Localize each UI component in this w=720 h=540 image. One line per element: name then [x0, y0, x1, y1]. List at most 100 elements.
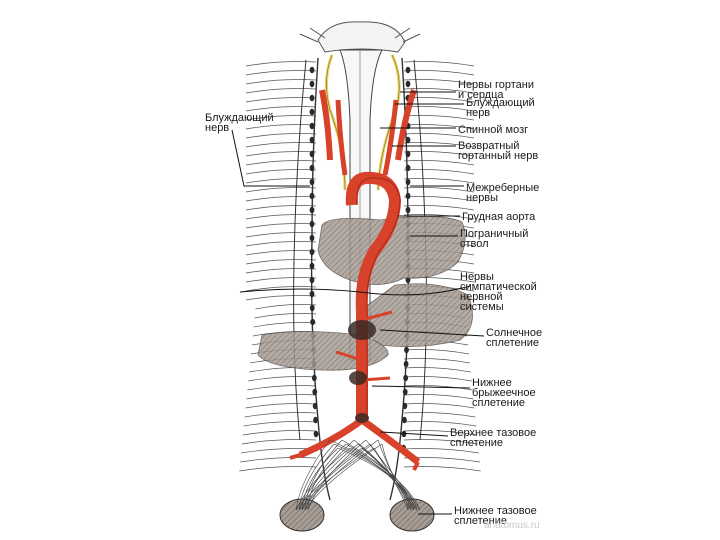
nerve-ray: [245, 232, 317, 238]
nerve-ray: [245, 403, 317, 409]
ganglion: [402, 388, 408, 396]
nerve-ray: [248, 376, 317, 382]
pelvic-nerve: [298, 443, 335, 511]
nerve-ray: [403, 367, 471, 373]
nerve-ray: [240, 457, 317, 463]
nerve-ray: [403, 430, 478, 436]
ganglion: [405, 66, 411, 74]
nerve-ray: [246, 394, 317, 400]
nerve-ray: [403, 448, 479, 454]
pelvic-nerve: [295, 443, 371, 511]
nerve-ray: [403, 394, 474, 400]
nerve-ray: [403, 151, 475, 157]
watermark: anatomus.ru: [484, 520, 540, 531]
ganglion: [403, 360, 409, 368]
nerve-ray: [403, 124, 475, 130]
organs: [257, 216, 473, 532]
nerve-ray: [243, 421, 317, 427]
ganglion: [405, 206, 411, 214]
pelvic-nerve: [365, 439, 421, 511]
nerve-ray: [403, 115, 475, 121]
nerve-ray: [245, 214, 317, 220]
nerve-ray: [245, 61, 317, 67]
ganglion: [313, 430, 319, 438]
nerve-ray: [253, 322, 317, 328]
ganglion: [405, 192, 411, 200]
nerve-ray: [245, 106, 317, 112]
nerve-ray: [245, 124, 317, 130]
ganglion: [309, 248, 315, 256]
ganglion: [309, 262, 315, 270]
pelvic-nerve: [373, 447, 412, 511]
nerve-ray: [403, 403, 475, 409]
ganglion: [403, 374, 409, 382]
nerve-ray: [245, 205, 317, 211]
nerve-ray: [245, 115, 317, 121]
nerve-ray: [403, 88, 475, 94]
ganglion: [309, 206, 315, 214]
nerve-ray: [403, 178, 475, 184]
label-thoracic-aorta: Грудная аорта: [462, 211, 536, 223]
nerve-ray: [403, 214, 475, 220]
nerve-ray: [245, 79, 317, 85]
ganglion: [309, 136, 315, 144]
ganglion: [405, 150, 411, 158]
nerve-ray: [245, 286, 317, 292]
ganglion: [309, 164, 315, 172]
nerve-ray: [245, 250, 317, 256]
nerve-ray: [403, 466, 481, 472]
nerve-ray: [403, 205, 475, 211]
pelvic-nerve: [345, 443, 421, 511]
nerve-ray: [245, 133, 317, 139]
pelvic-nerve: [298, 447, 375, 511]
ganglion: [309, 94, 315, 102]
nerve-ray: [254, 313, 317, 319]
ganglion: [312, 388, 318, 396]
nerve-ray: [403, 133, 475, 139]
pelvic-nerve: [301, 443, 359, 511]
nerve-ray: [403, 421, 477, 427]
leader-lines: [231, 91, 485, 515]
nerve-ray: [245, 151, 317, 157]
label-spinal-cord: Спинной мозг: [458, 124, 529, 136]
pelvic-nerve: [304, 439, 343, 511]
nerve-ray: [241, 439, 317, 445]
ganglion: [309, 66, 315, 74]
nerve-ray: [403, 70, 475, 76]
nerve-ray: [245, 259, 317, 265]
pelvic-nerve: [301, 447, 339, 511]
nerve-ray: [245, 178, 317, 184]
nerve-ray: [403, 349, 470, 355]
ganglion: [311, 374, 317, 382]
nerve-ray: [403, 187, 475, 193]
pelvic-nerve: [329, 439, 409, 511]
pelvic-nerve: [298, 439, 355, 511]
nerve-ray: [403, 79, 475, 85]
ganglion: [309, 276, 315, 284]
pelvic-nerve: [295, 447, 351, 511]
ganglion: [402, 416, 407, 424]
nerve-ray: [403, 142, 475, 148]
ganglion: [312, 402, 318, 410]
ganglion: [405, 178, 411, 186]
nerve-ray: [245, 97, 317, 103]
nerve-ray: [244, 412, 317, 418]
ganglion: [404, 346, 409, 354]
pelvic-nerve: [333, 443, 412, 511]
nerve-ray: [403, 439, 479, 445]
ganglion: [405, 80, 411, 88]
nerve-ray: [245, 169, 317, 175]
ganglion: [309, 80, 315, 88]
nerve-ray: [242, 430, 317, 436]
nerve-ray: [245, 223, 317, 229]
ganglion: [309, 178, 315, 186]
nerve-ray: [403, 196, 475, 202]
